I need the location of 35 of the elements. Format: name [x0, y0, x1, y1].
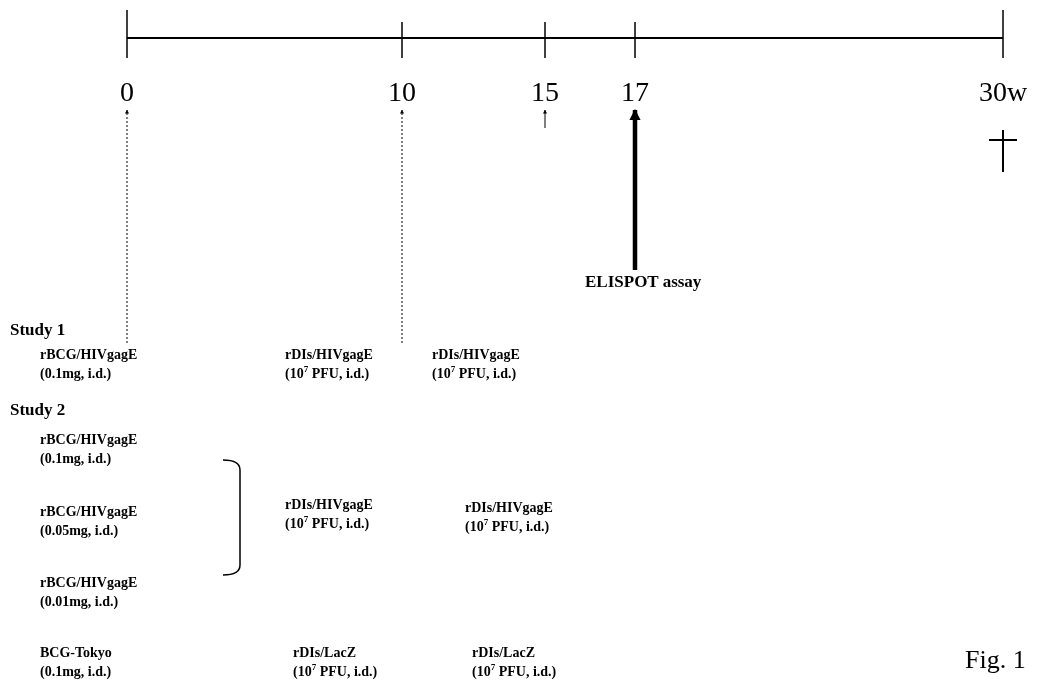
dose-text: (0.01mg, i.d.): [40, 593, 119, 611]
event-label: ELISPOT assay: [585, 272, 702, 292]
dose-text: (10$^{7}$ PFU, i.d.): [285, 364, 371, 383]
study-heading: Study 2: [10, 400, 66, 420]
vaccine-name: rDIs/HIVgagE: [285, 496, 373, 514]
vaccine-name: rBCG/HIVgagE: [40, 431, 138, 449]
dose-text: (10$^{7}$ PFU, i.d.): [465, 517, 550, 536]
arrow: [543, 109, 547, 129]
arrow: [629, 108, 641, 270]
dose-text: (0.1mg, i.d.): [40, 365, 113, 383]
arrow: [400, 109, 404, 344]
time-label: 17: [621, 76, 649, 108]
dose-text: (10$^{7}$ PFU, i.d.): [293, 662, 378, 681]
study-heading: Study 1: [10, 320, 66, 340]
vaccine-name: BCG-Tokyo: [40, 644, 112, 662]
vaccine-name: rBCG/HIVgagE: [40, 503, 138, 521]
arrow: [125, 109, 129, 344]
figure-caption: Fig. 1: [965, 645, 1026, 675]
dose-text: (10$^{7}$ PFU, i.d.): [285, 514, 370, 533]
vaccine-name: rDIs/HIVgagE: [432, 346, 520, 364]
time-label: 30w: [978, 76, 1028, 108]
time-label: 15: [531, 76, 559, 108]
time-label: 10: [388, 76, 416, 108]
dose-text: (0.05mg, i.d.): [40, 522, 119, 540]
vaccine-name: rBCG/HIVgagE: [40, 574, 138, 592]
vaccine-name: rDIs/LacZ: [472, 644, 535, 662]
vaccine-name: rDIs/HIVgagE: [465, 499, 553, 517]
vaccine-name: rDIs/LacZ: [293, 644, 356, 662]
time-label: 0: [120, 76, 134, 108]
dose-text: (10$^{7}$ PFU, i.d.): [472, 662, 557, 681]
dose-text: (0.1mg, i.d.): [40, 450, 112, 468]
vaccine-name: rBCG/HIVgagE: [40, 346, 138, 364]
vaccine-name: rDIs/HIVgagE: [285, 346, 373, 364]
dose-text: (0.1mg, i.d.): [40, 663, 112, 681]
dose-text: (10$^{7}$ PFU, i.d.): [432, 364, 518, 383]
